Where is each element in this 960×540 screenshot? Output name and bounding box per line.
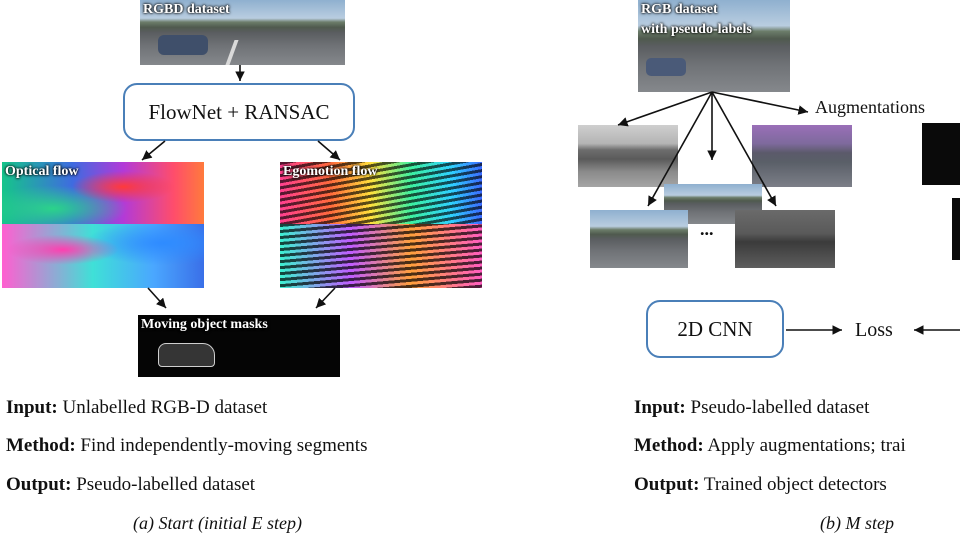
panel-b-input-line: Input: Pseudo-labelled dataset bbox=[634, 397, 869, 419]
edge-map-image-partial-2 bbox=[952, 198, 960, 260]
panel-b-method-line: Method: Apply augmentations; trai bbox=[634, 435, 906, 457]
egomotion-flow-image-2 bbox=[280, 224, 482, 288]
panel-a-input-key: Input: bbox=[6, 397, 58, 418]
arrow-optical-flow-to-masks bbox=[147, 287, 167, 309]
arrow-flownet-to-egomotion-flow bbox=[317, 140, 341, 161]
arrow-dataset-to-aug-gray bbox=[617, 91, 713, 127]
moving-object-masks-label: Moving object masks bbox=[141, 317, 268, 332]
flownet-ransac-label: FlowNet + RANSAC bbox=[148, 99, 330, 124]
augmented-image-gray bbox=[578, 125, 678, 187]
panel-b-method-value: Apply augmentations; trai bbox=[707, 435, 906, 456]
augmentations-ellipsis: ... bbox=[700, 219, 714, 239]
augmented-image-purple bbox=[752, 125, 852, 187]
cnn-label: 2D CNN bbox=[677, 316, 753, 341]
optical-flow-label: Optical flow bbox=[5, 164, 79, 179]
egomotion-flow-image-1: Egomotion flow bbox=[280, 162, 482, 224]
rgb-pseudo-label-image: RGB dataset with pseudo-labels bbox=[638, 0, 790, 92]
panel-a-output-line: Output: Pseudo-labelled dataset bbox=[6, 474, 255, 496]
panel-a-input-line: Input: Unlabelled RGB-D dataset bbox=[6, 397, 267, 419]
flownet-ransac-node: FlowNet + RANSAC bbox=[123, 83, 355, 141]
rgbd-dataset-image: RGBD dataset bbox=[140, 0, 345, 65]
augmented-image-color-wide bbox=[590, 210, 688, 268]
panel-a-output-value: Pseudo-labelled dataset bbox=[76, 474, 256, 495]
augmented-image-dark bbox=[735, 210, 835, 268]
rgbd-dataset-label: RGBD dataset bbox=[143, 2, 230, 17]
panel-b-input-value: Pseudo-labelled dataset bbox=[690, 397, 870, 418]
scene-car bbox=[158, 35, 208, 55]
panel-b-output-key: Output: bbox=[634, 474, 700, 495]
rgb-dataset-label-line2: with pseudo-labels bbox=[641, 22, 752, 37]
mask-car-silhouette bbox=[158, 343, 215, 367]
optical-flow-image-2 bbox=[2, 224, 204, 288]
arrow-dataset-to-aug-purple bbox=[711, 91, 809, 115]
arrow-egomotion-flow-to-masks bbox=[315, 287, 336, 309]
optical-flow-image-1: Optical flow bbox=[2, 162, 204, 224]
egomotion-flow-label: Egomotion flow bbox=[283, 164, 378, 179]
panel-a-method-key: Method: bbox=[6, 435, 76, 456]
scene-car bbox=[646, 58, 686, 76]
panel-b-method-key: Method: bbox=[634, 435, 704, 456]
scene-lane bbox=[225, 40, 239, 65]
augmentations-label: Augmentations bbox=[815, 97, 925, 117]
moving-object-masks-image: Moving object masks bbox=[138, 315, 340, 377]
panel-a-input-value: Unlabelled RGB-D dataset bbox=[62, 397, 268, 418]
panel-a-method-value: Find independently-moving segments bbox=[80, 435, 368, 456]
panel-b-output-line: Output: Trained object detectors bbox=[634, 474, 887, 496]
panel-b-input-key: Input: bbox=[634, 397, 686, 418]
panel-a-caption: (a) Start (initial E step) bbox=[133, 513, 302, 533]
panel-b-output-value: Trained object detectors bbox=[703, 474, 887, 495]
panel-a-method-line: Method: Find independently-moving segmen… bbox=[6, 435, 367, 457]
panel-a-output-key: Output: bbox=[6, 474, 72, 495]
rgb-dataset-label-line1: RGB dataset bbox=[641, 2, 718, 17]
cnn-node: 2D CNN bbox=[646, 300, 784, 358]
arrow-flownet-to-optical-flow bbox=[141, 140, 166, 161]
panel-b-caption: (b) M step bbox=[820, 513, 894, 533]
edge-map-image-partial-1 bbox=[922, 123, 960, 185]
loss-label: Loss bbox=[855, 319, 893, 341]
